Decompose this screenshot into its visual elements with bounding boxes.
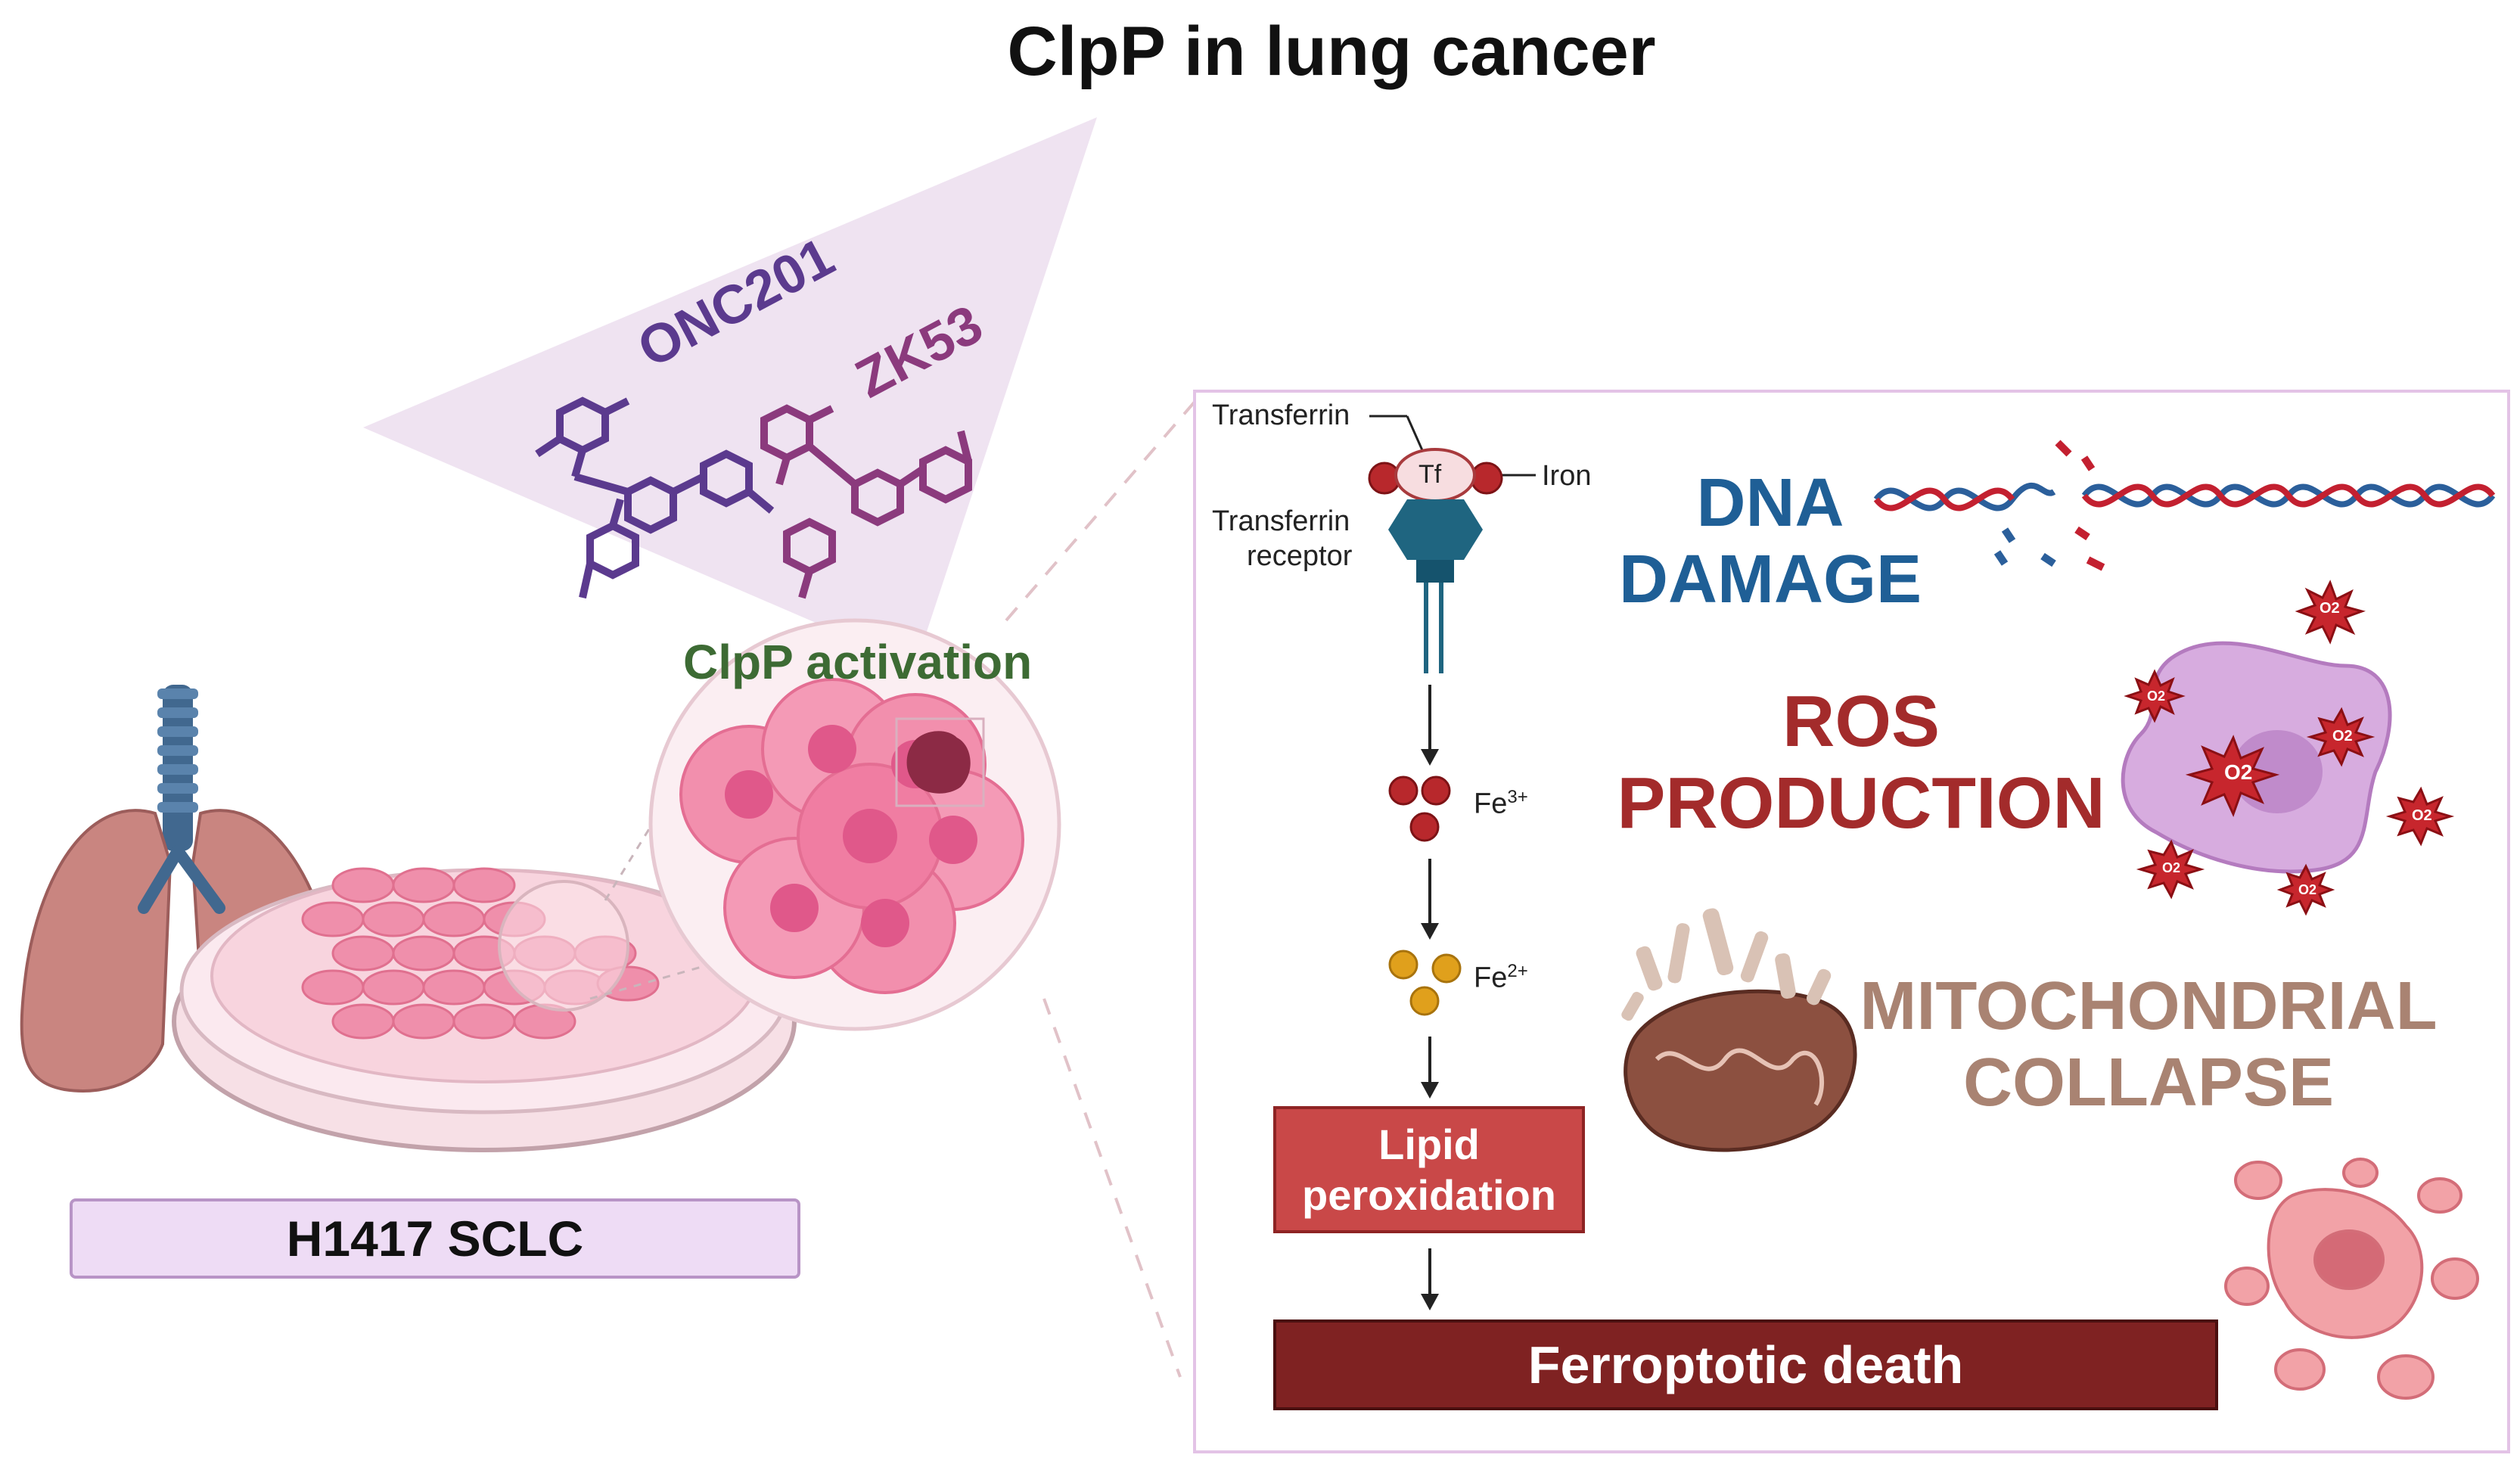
- tf-label: Tf: [1418, 460, 1442, 489]
- o2-burst-icons: [2124, 580, 2455, 916]
- dna-helix-icon: [1873, 440, 2496, 571]
- fe2-ion-dots: [1388, 950, 1462, 1016]
- o2-label-right: O2: [2332, 728, 2353, 744]
- fe3-ion-dots: [1388, 776, 1451, 842]
- ros-line2: PRODUCTION: [1617, 762, 2105, 844]
- mito-line2: COLLAPSE: [1962, 1044, 2335, 1121]
- magnified-cell-cluster: [648, 399, 1197, 1378]
- o2-label-top: O2: [2320, 600, 2340, 617]
- iron-label: Iron: [1542, 460, 1592, 492]
- spotlight-cone: [363, 117, 1097, 666]
- o2-label-main: O2: [2224, 760, 2253, 784]
- figure-title: ClpP in lung cancer: [1007, 13, 1656, 90]
- zk53-molecule: [760, 404, 972, 599]
- cell-line-label: H1417 SCLC: [70, 1198, 800, 1279]
- transferrin-receptor-icon: [1368, 415, 1536, 673]
- transferrin-label: Transferrin: [1212, 399, 1350, 431]
- lipid-line1: Lipid: [1378, 1120, 1480, 1168]
- dna-damage-label: DNA DAMAGE: [1604, 465, 1937, 618]
- lipid-line2: peroxidation: [1301, 1171, 1557, 1219]
- petri-dish: [172, 801, 797, 1152]
- o2-label-bottom-left: O2: [2162, 860, 2181, 875]
- receptor-label-line1: Transferrin: [1212, 505, 1350, 537]
- ros-line1: ROS: [1782, 681, 1940, 762]
- fe2-label: Fe2+: [1474, 961, 1528, 994]
- dna-line1: DNA: [1696, 465, 1844, 541]
- pathway-arrows: [1421, 685, 1439, 1310]
- apoptotic-cell-icon: [2224, 1158, 2479, 1400]
- o2-label-bottom: O2: [2298, 882, 2317, 897]
- ferroptotic-death-box: Ferroptotic death: [1273, 1319, 2218, 1410]
- dna-line2: DAMAGE: [1619, 541, 1922, 617]
- onc201-molecule: [535, 396, 775, 599]
- mitochondrial-collapse-label: MITOCHONDRIAL COLLAPSE: [1846, 968, 2451, 1121]
- fe3-label: Fe3+: [1474, 787, 1528, 820]
- ros-production-label: ROS PRODUCTION: [1611, 681, 2111, 844]
- o2-label-far-right: O2: [2412, 807, 2432, 824]
- clpp-activation-label: ClpP activation: [683, 635, 1033, 689]
- mito-line1: MITOCHONDRIAL: [1860, 968, 2438, 1044]
- o2-label-left: O2: [2147, 688, 2166, 704]
- mitochondrion-icon: [1621, 908, 1857, 1152]
- lipid-peroxidation-box: Lipid peroxidation: [1273, 1106, 1585, 1233]
- receptor-label-line2: receptor: [1247, 540, 1353, 572]
